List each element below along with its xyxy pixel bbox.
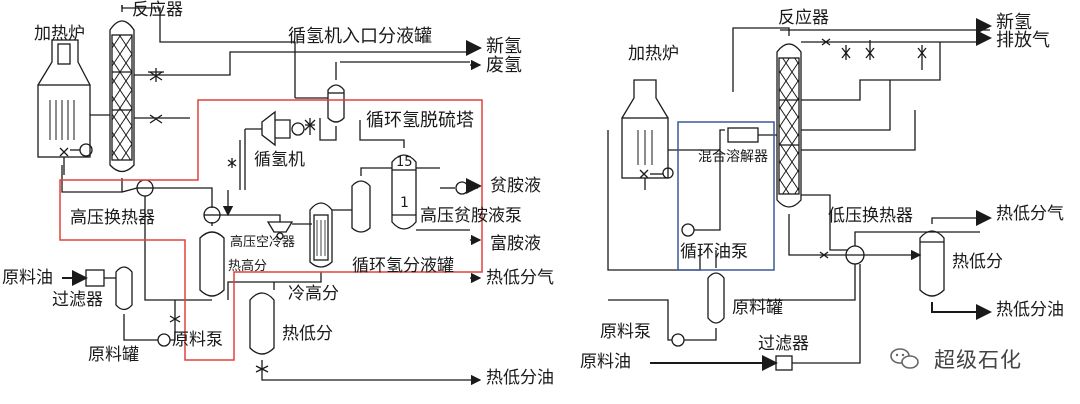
left-label-rich-amine: 富胺液 (490, 234, 541, 254)
right-filter (775, 355, 793, 371)
right-label-fresh-h2: 新氢 (996, 12, 1032, 33)
right-label-lp-exchanger: 低压换热器 (828, 206, 913, 226)
left-feed-drum (115, 266, 133, 311)
right-furnace (621, 79, 669, 179)
left-label-hot-lp-oil: 热低分油 (486, 368, 554, 388)
right-label-vent-gas: 排放气 (996, 30, 1050, 51)
left-label-hp-lean-amine-pump: 高压贫胺液泵 (420, 206, 522, 226)
left-furnace-valve (59, 143, 93, 157)
left-label-waste-h2: 废氢 (486, 55, 522, 76)
left-reactor (109, 5, 135, 173)
right-circ-oil-pump (681, 223, 695, 237)
left-tray-bottom: 1 (400, 195, 409, 211)
left-hp-air-cooler (266, 221, 294, 240)
right-label-reactor: 反应器 (778, 8, 829, 28)
left-inlet-ko-drum (327, 84, 345, 123)
left-label-hot-lp-sep: 热低分 (282, 324, 333, 344)
right-label-hot-lp-sep: 热低分 (952, 252, 1003, 272)
left-hot-hp-separator (199, 231, 225, 297)
left-furnace (37, 39, 91, 175)
right-mixing-dissolver (727, 127, 759, 143)
left-label-feed-drum: 原料罐 (88, 345, 139, 365)
left-label-recycle-compressor: 循氢机 (254, 150, 305, 170)
right-lp-exchanger (845, 245, 865, 265)
left-label-inlet-drum: 循氢机入口分液罐 (288, 26, 432, 47)
left-red-boundary (59, 99, 483, 361)
right-label-hot-lp-gas: 热低分气 (996, 204, 1064, 224)
right-label-mixing-dissolver: 混合溶解器 (698, 149, 768, 165)
right-label-filter: 过滤器 (758, 334, 809, 354)
right-label-feed-pump: 原料泵 (600, 322, 651, 342)
left-label-lean-amine: 贫胺液 (490, 176, 541, 196)
left-desulfur-tower (391, 154, 417, 230)
right-label-furnace: 加热炉 (628, 44, 679, 64)
right-reactor (776, 43, 802, 208)
left-label-hp-exchanger: 高压换热器 (70, 208, 155, 228)
left-tall-drum (351, 180, 371, 233)
left-label-filter: 过滤器 (52, 290, 103, 310)
left-tray-top: 15 (396, 155, 413, 170)
left-filter (85, 269, 105, 287)
right-feed-pump (671, 333, 685, 347)
left-recycle-compressor (261, 110, 305, 147)
watermark-text: 超级石化 (934, 348, 1022, 372)
left-label-furnace: 加热炉 (34, 24, 85, 44)
left-label-cold-hp-sep: 冷高分 (288, 284, 339, 304)
right-label-feed-drum: 原料罐 (732, 298, 783, 318)
right-blue-boundary (677, 121, 775, 271)
left-label-hot-lp-gas: 热低分气 (486, 268, 554, 288)
right-feed-drum (707, 272, 725, 324)
left-recycle-ko-drum (309, 202, 333, 268)
right-hot-lp-separator (919, 230, 945, 297)
left-label-recycle-h2-drum: 循环氢分液罐 (352, 256, 454, 276)
left-label-desulfur-tower: 循环氢脱硫塔 (366, 110, 474, 131)
left-label-fresh-h2: 新氢 (486, 36, 522, 57)
left-label-feed-oil: 原料油 (2, 268, 53, 288)
left-label-hot-hp-sep: 热高分 (228, 259, 268, 274)
watermark: 超级石化 (898, 344, 1022, 374)
wechat-icon (890, 348, 919, 369)
right-label-feed-oil: 原料油 (580, 352, 631, 372)
left-label-hp-air-cooler: 高压空冷器 (230, 235, 296, 250)
left-label-feed-pump: 原料泵 (172, 330, 223, 350)
left-hp-exchanger (136, 179, 154, 197)
left-exchanger-2 (203, 206, 221, 224)
right-label-hot-lp-oil: 热低分油 (996, 300, 1064, 320)
left-label-reactor: 反应器 (132, 0, 183, 20)
left-feed-pump (157, 333, 171, 347)
left-hot-lp-separator (249, 292, 275, 355)
right-label-circ-oil-pump: 循环油泵 (680, 242, 748, 262)
